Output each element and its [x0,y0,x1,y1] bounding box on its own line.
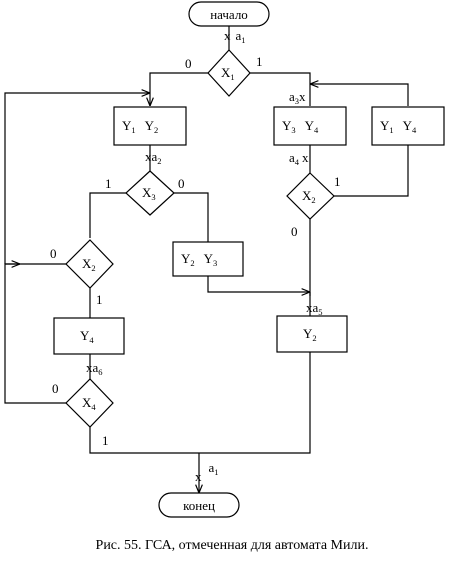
svg-text:X4: X4 [82,395,96,412]
svg-text:X2: X2 [82,256,96,273]
decision-x3: X3 [125,170,175,216]
end-terminal: конец [158,492,240,518]
decision-x2-right: X2 [286,172,335,220]
line-left-loop [4,263,66,404]
branch-x2-right-yes: 1 [334,174,341,189]
branch-x2-left-no: 0 [50,246,57,261]
end-label: конец [183,498,215,513]
decision-x4: X4 [65,378,114,428]
line-x3-no [174,192,209,242]
svg-text:Y4: Y4 [80,328,94,345]
mark-a6: xa6 [86,360,103,377]
line-y1y4-back [310,84,409,106]
branch-x2-right-no: 0 [291,224,298,239]
branch-x4-no: 0 [52,381,59,396]
decision-x2-left: X2 [65,239,114,289]
mark-a2: xa2 [145,149,162,166]
line-loop-top [4,93,150,264]
start-terminal: начало [188,1,270,27]
branch-x2-left-yes: 1 [96,292,103,307]
branch-x3-yes: 1 [105,176,112,191]
svg-text:Y2: Y2 [303,326,317,343]
branch-x1-no: 0 [185,56,192,71]
branch-x1-yes: 1 [256,54,263,69]
line-x2-yes [334,145,409,197]
svg-text:X1: X1 [221,65,235,82]
decision-x1: X1 [207,49,251,97]
operator-y4: Y4 [53,317,125,355]
connectors [4,26,409,493]
operator-y2: Y2 [276,315,348,353]
svg-text:X2: X2 [302,188,316,205]
mark-a5: xa5 [306,300,323,317]
mark-a1-bottom: xa1 [195,460,219,484]
line-y2y3-y2 [207,276,310,292]
branch-x4-yes: 1 [102,433,109,448]
mark-a3: a3x [289,89,306,106]
line-bottom [89,352,311,454]
line-x1-yes [250,72,311,106]
line-x1-no [150,72,208,106]
start-label: начало [210,7,248,22]
svg-text:X3: X3 [142,185,156,202]
figure-caption: Рис. 55. ГСА, отмеченная для автомата Ми… [95,538,369,553]
line-x3-yes [89,192,126,238]
branch-x3-no: 0 [178,176,185,191]
